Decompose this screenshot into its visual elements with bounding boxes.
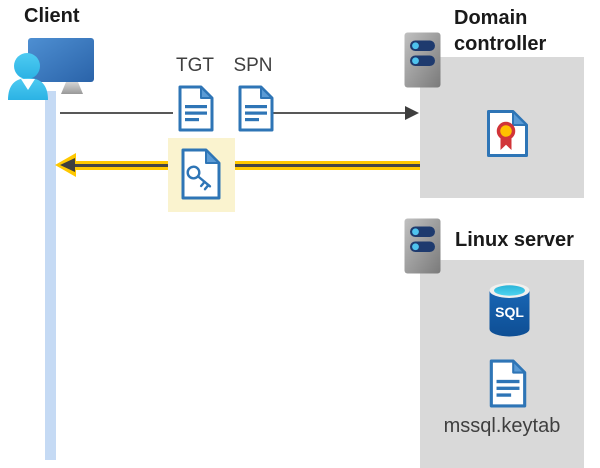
sql-database-icon: SQL <box>489 283 530 337</box>
client-lifeline-bar <box>45 91 56 460</box>
linux-server-label: Linux server <box>455 229 574 251</box>
keytab-document-icon <box>489 359 527 408</box>
response-arrowhead-icon <box>60 158 75 172</box>
response-arrow-core <box>72 164 168 167</box>
request-arrow-line <box>273 112 406 114</box>
request-arrowhead-icon <box>405 106 419 120</box>
monitor-icon <box>28 38 94 94</box>
tgt-document-icon <box>178 85 214 132</box>
keytab-filename-label: mssql.keytab <box>443 415 561 437</box>
client-workstation-icon <box>8 38 94 100</box>
spn-label: SPN <box>233 55 273 76</box>
key-ticket-icon <box>181 148 221 200</box>
certificate-icon <box>487 110 528 157</box>
linux-server-icon <box>404 218 441 274</box>
domain-controller-server-icon <box>404 32 441 88</box>
client-label: Client <box>24 5 80 27</box>
response-arrow-core <box>235 164 420 167</box>
tgt-label: TGT <box>176 55 214 76</box>
sql-icon-text: SQL <box>495 304 524 320</box>
key-icon <box>186 165 212 191</box>
person-icon <box>8 53 48 100</box>
domain-controller-label: Domain controller <box>454 7 547 55</box>
spn-document-icon <box>238 85 274 132</box>
request-arrow-line <box>60 112 173 114</box>
